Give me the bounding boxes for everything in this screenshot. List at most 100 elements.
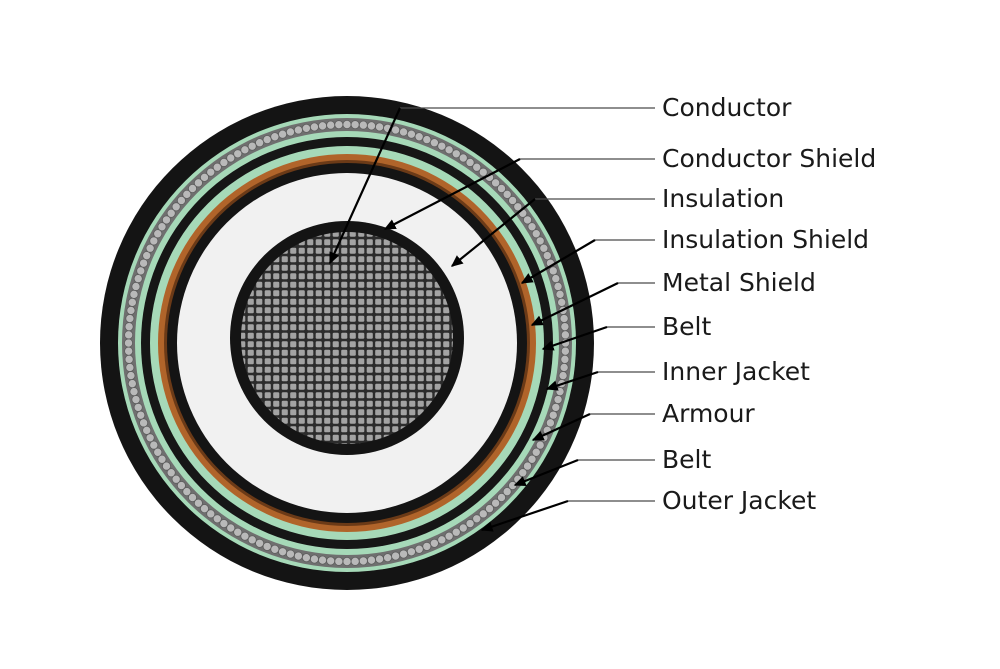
armour-wire [422,541,432,551]
armour-wire [142,425,152,435]
armour-wire [350,120,360,130]
label-conductor-shield: Conductor Shield [662,144,877,173]
armour-wire [375,554,385,564]
armour-wire [458,153,468,163]
label-conductor: Conductor [662,93,792,122]
armour-wire [406,129,416,139]
armour-wire [193,498,203,508]
armour-wire [399,127,409,137]
armour-wire [472,514,482,524]
label-armour: Armour [662,399,755,428]
armour-wire [240,145,250,155]
armour-wire [199,172,209,182]
armour-wire [133,274,143,284]
armour-wire [171,202,181,212]
armour-wire [560,322,570,332]
armour-wire [226,153,236,163]
armour-wire [124,338,134,348]
armour-wire [124,330,134,340]
armour-wire [545,418,555,428]
armour-wire [366,121,376,131]
armour-wire [124,322,134,332]
armour-wire [496,183,506,193]
armour-wire [129,387,139,397]
label-outer-jacket: Outer Jacket [662,486,817,515]
armour-wire [334,120,344,130]
cable-layers [100,96,594,590]
armour-wire [334,556,344,566]
armour-wire [153,447,163,457]
armour-wire [555,387,565,397]
armour-wire [145,243,155,253]
armour-wire [531,447,541,457]
armour-wire [233,527,243,537]
leader-insulation-shield [520,239,655,284]
armour-wire [559,314,569,324]
armour-wire [301,553,311,563]
armour-wire [301,123,311,133]
armour-wire [342,557,352,567]
armour-wire [124,346,134,356]
armour-wire [255,538,265,548]
armour-wire [182,189,192,199]
armour-wire [557,297,567,307]
armour-wire [478,167,488,177]
leader-metal-shield [530,282,655,326]
armour-wire [309,122,319,132]
armour-wire [240,531,250,541]
armour-wire [508,195,518,205]
armour-wire [451,527,461,537]
armour-wire [326,120,336,130]
armour-wire [133,402,143,412]
armour-wire [187,492,197,502]
armour-wire [125,362,135,372]
armour-wire [124,354,134,364]
armour-wire [391,125,401,135]
armour-wire [199,504,209,514]
armour-wire [527,222,537,232]
armour-wire [157,454,167,464]
armour-wire [176,481,186,491]
armour-wire [539,243,549,253]
armour-wire [126,305,136,315]
leader-conductor [328,107,655,265]
armour-wire [548,410,558,420]
armour-wire [523,461,533,471]
leader-inner-jacket [545,370,655,391]
armour-wire [406,547,416,557]
armour-wire [527,454,537,464]
armour-wire [285,127,295,137]
leader-armour [531,412,655,442]
label-belt-1: Belt [662,312,712,341]
armour-wire [485,504,495,514]
armour-wire [399,549,409,559]
armour-wire [383,553,393,563]
armour-wire [270,132,280,142]
armour-wire [326,556,336,566]
armour-wire [278,547,288,557]
armour-wire [535,440,545,450]
armour-wire [437,141,447,151]
armour-wire [171,474,181,484]
armour-wire [166,468,176,478]
armour-wire [548,266,558,276]
armour-wire [342,120,352,130]
armour-wire [458,523,468,533]
armour-wire [127,379,137,389]
armour-wire [478,509,488,519]
armour-wire [206,167,216,177]
armour-wire [293,551,303,561]
armour-wire [542,251,552,261]
armour-wire [212,514,222,524]
armour-wire [193,178,203,188]
armour-wire [247,141,257,151]
armour-wire [127,297,137,307]
armour-wire [255,138,265,148]
armour-wire [451,149,461,159]
armour-wire [444,531,454,541]
armour-wire [226,523,236,533]
armour-wire [560,354,570,364]
armour-wire [149,236,159,246]
armour-wire [502,189,512,199]
armour-wire [391,551,401,561]
